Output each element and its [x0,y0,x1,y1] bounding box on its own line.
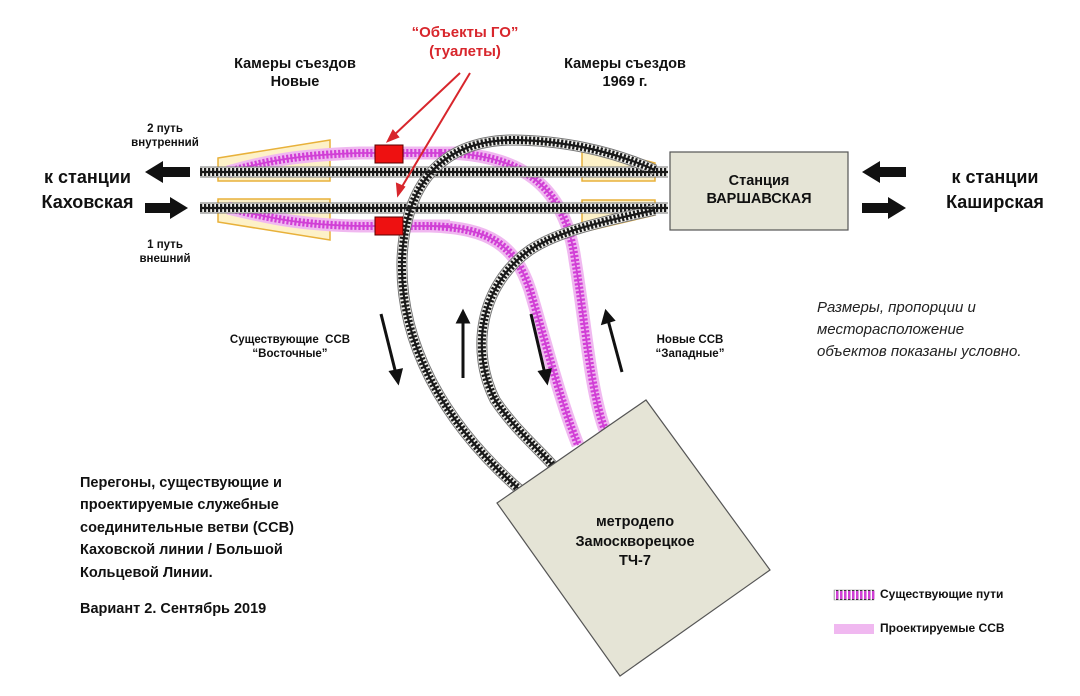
legend-planned-tie [872,591,875,599]
arrow-right-kakhovskaya [145,197,188,219]
label-station-varshavskaya: Станция ВАРШАВСКАЯ [706,173,812,208]
label-depot: метродепо Замоскворецкое ТЧ-7 [575,514,695,570]
arrow-left-kashirskaya [862,161,906,183]
legend-planned-tie [836,591,839,599]
legend-planned-tie [840,591,843,599]
label-cameras-new: Камеры съездов Новые [234,56,356,91]
legend-planned: Проектируемые ССВ [880,621,1005,635]
go-object-upper [374,144,404,164]
arrow-left-kakhovskaya [145,161,190,183]
diagram-title-block: Перегоны, существующие и проектируемые с… [80,472,294,621]
legend-planned-tie [860,591,863,599]
variant-date: Вариант 2. Сентябрь 2019 [80,601,267,618]
legend-planned-tie [856,591,859,599]
arrow-right-kashirskaya [862,197,906,219]
legend-planned-tie [864,591,867,599]
label-cameras-1969: Камеры съездов 1969 г. [564,56,686,91]
legend-planned-tie [844,591,847,599]
label-track-1: 1 путь внешний [139,239,191,266]
disclaimer-note: Размеры, пропорции и месторасположение о… [817,299,1022,360]
legend-planned-tie [868,591,871,599]
go-object-lower [374,216,404,236]
depot-box [496,399,771,677]
pointer-lower [399,72,471,191]
legend-planned-tie [848,591,851,599]
pointer-upper [391,72,461,138]
label-track-2: 2 путь внутренний [131,123,199,150]
arrow-east-down [379,313,398,375]
label-to-kakhovskaya: к станции Каховская [41,167,134,213]
legend-existing: Существующие пути [880,587,1004,601]
legend-planned-swatch [834,624,874,634]
arrow-west-up [606,319,624,373]
label-to-kashirskaya: к станции Каширская [946,167,1044,213]
legend-planned-tie [852,591,855,599]
label-existing-ssv: Существующие ССВ “Восточные” [229,334,351,361]
label-new-ssv: Новые ССВ “Западные” [655,334,725,361]
label-objects-go: “Объекты ГО” (туалеты) [411,24,519,60]
station-varshavskaya-box [669,151,849,231]
arrow-west-down [529,313,547,375]
